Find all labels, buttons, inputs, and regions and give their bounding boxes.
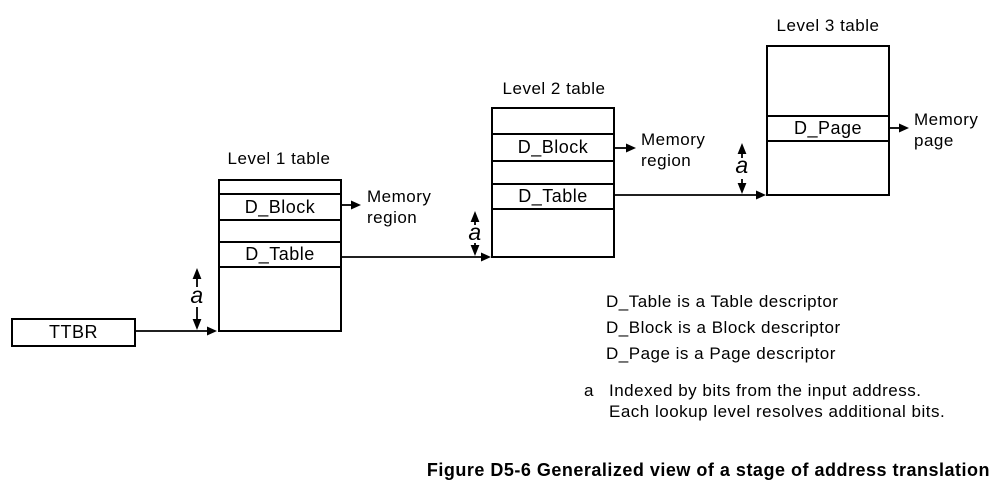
level-3-table: D_Page	[766, 45, 890, 196]
d-table-label-level-1: D_Table	[245, 244, 315, 264]
level-1-table-title: Level 1 table	[227, 149, 331, 168]
d-page-row-level-3: D_Page	[768, 115, 888, 142]
arrowhead-l2-dblock-output	[626, 143, 636, 153]
footnote-marker: a	[584, 381, 594, 400]
d-block-row-level-1: D_Block	[220, 193, 340, 221]
index-up-arrow-l1	[192, 268, 202, 279]
arrowhead-l1-dblock-output	[351, 200, 361, 210]
index-a-label-level-1: a	[190, 282, 204, 308]
legend-d-table: D_Table is a Table descriptor	[606, 292, 839, 311]
d-table-row-level-2: D_Table	[493, 183, 613, 210]
d-page-label-level-3: D_Page	[793, 118, 863, 138]
arrowhead-ttbr-to-l1	[207, 326, 217, 336]
memory-region-line2-level-1: region	[367, 208, 418, 227]
memory-region-line1-level-1: Memory	[367, 187, 432, 206]
index-up-arrow-l3	[737, 143, 747, 154]
level-2-table-title: Level 2 table	[502, 79, 606, 98]
footnote-line-2: Each lookup level resolves additional bi…	[609, 402, 946, 421]
level-3-table-title: Level 3 table	[776, 16, 880, 35]
arrowhead-l3-dpage-output	[899, 123, 909, 133]
arrowhead-l2-to-l3	[756, 190, 766, 200]
d-block-label-level-2: D_Block	[517, 137, 589, 157]
index-down-arrow-l1	[192, 319, 202, 330]
memory-region-label-level-2: Memory region	[641, 129, 705, 171]
index-a-label-level-2: a	[468, 219, 482, 245]
memory-region-line2-level-2: region	[641, 151, 692, 170]
memory-page-line2: page	[914, 131, 954, 150]
arrowhead-l1-to-l2	[481, 252, 491, 262]
legend-d-block: D_Block is a Block descriptor	[606, 318, 841, 337]
memory-region-label-level-1: Memory region	[367, 186, 431, 228]
d-table-row-level-1: D_Table	[220, 241, 340, 268]
ttbr-box: TTBR	[11, 318, 136, 347]
d-table-label-level-2: D_Table	[518, 186, 588, 206]
index-up-arrow-l2	[470, 211, 480, 222]
memory-page-line1: Memory	[914, 110, 979, 129]
ttbr-label: TTBR	[49, 322, 98, 342]
figure-caption: Figure D5-6 Generalized view of a stage …	[426, 460, 990, 480]
legend-d-page: D_Page is a Page descriptor	[606, 344, 836, 363]
d-block-label-level-1: D_Block	[244, 196, 316, 217]
index-down-arrow-l3	[737, 183, 747, 194]
memory-region-line1-level-2: Memory	[641, 130, 706, 149]
footnote-line-1: Indexed by bits from the input address.	[609, 381, 922, 400]
level-1-table: D_Block D_Table	[218, 179, 342, 332]
level-2-table: D_Block D_Table	[491, 107, 615, 258]
index-a-label-level-3: a	[735, 152, 749, 178]
index-down-arrow-l2	[470, 245, 480, 256]
memory-page-label: Memory page	[914, 109, 978, 151]
d-block-row-level-2: D_Block	[493, 133, 613, 162]
